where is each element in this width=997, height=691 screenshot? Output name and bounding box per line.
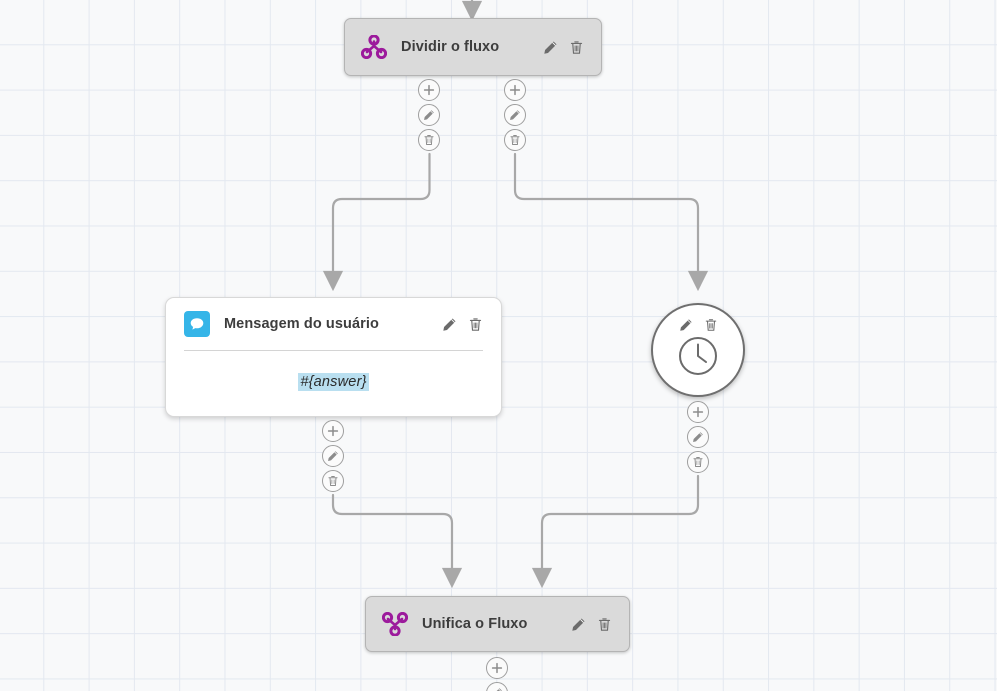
delete-icon[interactable] bbox=[687, 451, 709, 473]
node-tools bbox=[677, 316, 719, 333]
edit-icon[interactable] bbox=[322, 445, 344, 467]
node-title: Unifica o Fluxo bbox=[422, 616, 528, 632]
node-tools bbox=[441, 316, 484, 333]
delete-icon[interactable] bbox=[418, 129, 440, 151]
speech-bubble-icon bbox=[184, 311, 210, 337]
edge-timer-to-merge bbox=[531, 474, 700, 589]
node-title: Dividir o fluxo bbox=[401, 39, 500, 55]
add-icon[interactable] bbox=[504, 79, 526, 101]
edit-icon[interactable] bbox=[504, 104, 526, 126]
edit-icon[interactable] bbox=[441, 316, 458, 333]
action-stack-merge[interactable] bbox=[486, 657, 508, 691]
edge-split-to-message bbox=[322, 152, 431, 292]
action-stack-split-left[interactable] bbox=[418, 79, 440, 151]
edit-icon[interactable] bbox=[542, 39, 559, 56]
delete-icon[interactable] bbox=[504, 129, 526, 151]
add-icon[interactable] bbox=[418, 79, 440, 101]
action-stack-message[interactable] bbox=[322, 420, 344, 492]
message-divider bbox=[184, 350, 483, 351]
split-branch-icon bbox=[361, 35, 387, 59]
delete-icon[interactable] bbox=[596, 616, 613, 633]
edit-icon[interactable] bbox=[677, 316, 694, 333]
edit-icon[interactable] bbox=[486, 682, 508, 691]
edit-icon[interactable] bbox=[418, 104, 440, 126]
node-mensagem-do-usuario[interactable]: Mensagem do usuário #{answer} bbox=[165, 297, 502, 417]
node-dividir-o-fluxo[interactable]: Dividir o fluxo bbox=[344, 18, 602, 76]
node-title: Mensagem do usuário bbox=[224, 316, 379, 332]
delete-icon[interactable] bbox=[568, 39, 585, 56]
clock-icon bbox=[677, 335, 719, 382]
action-stack-timer[interactable] bbox=[687, 401, 709, 473]
node-unifica-o-fluxo[interactable]: Unifica o Fluxo bbox=[365, 596, 630, 652]
add-icon[interactable] bbox=[322, 420, 344, 442]
delete-icon[interactable] bbox=[322, 470, 344, 492]
merge-branch-icon bbox=[382, 612, 408, 636]
message-node-body: #{answer} bbox=[166, 351, 501, 413]
message-token: #{answer} bbox=[298, 373, 369, 391]
edit-icon[interactable] bbox=[570, 616, 587, 633]
node-tools bbox=[570, 616, 613, 633]
action-stack-split-right[interactable] bbox=[504, 79, 526, 151]
node-timer[interactable] bbox=[651, 303, 745, 397]
edge-split-to-timer bbox=[513, 152, 709, 292]
edge-message-to-merge bbox=[331, 493, 463, 589]
delete-icon[interactable] bbox=[467, 316, 484, 333]
add-icon[interactable] bbox=[486, 657, 508, 679]
edit-icon[interactable] bbox=[687, 426, 709, 448]
message-node-header: Mensagem do usuário bbox=[166, 298, 501, 350]
add-icon[interactable] bbox=[687, 401, 709, 423]
delete-icon[interactable] bbox=[702, 316, 719, 333]
node-tools bbox=[542, 39, 585, 56]
